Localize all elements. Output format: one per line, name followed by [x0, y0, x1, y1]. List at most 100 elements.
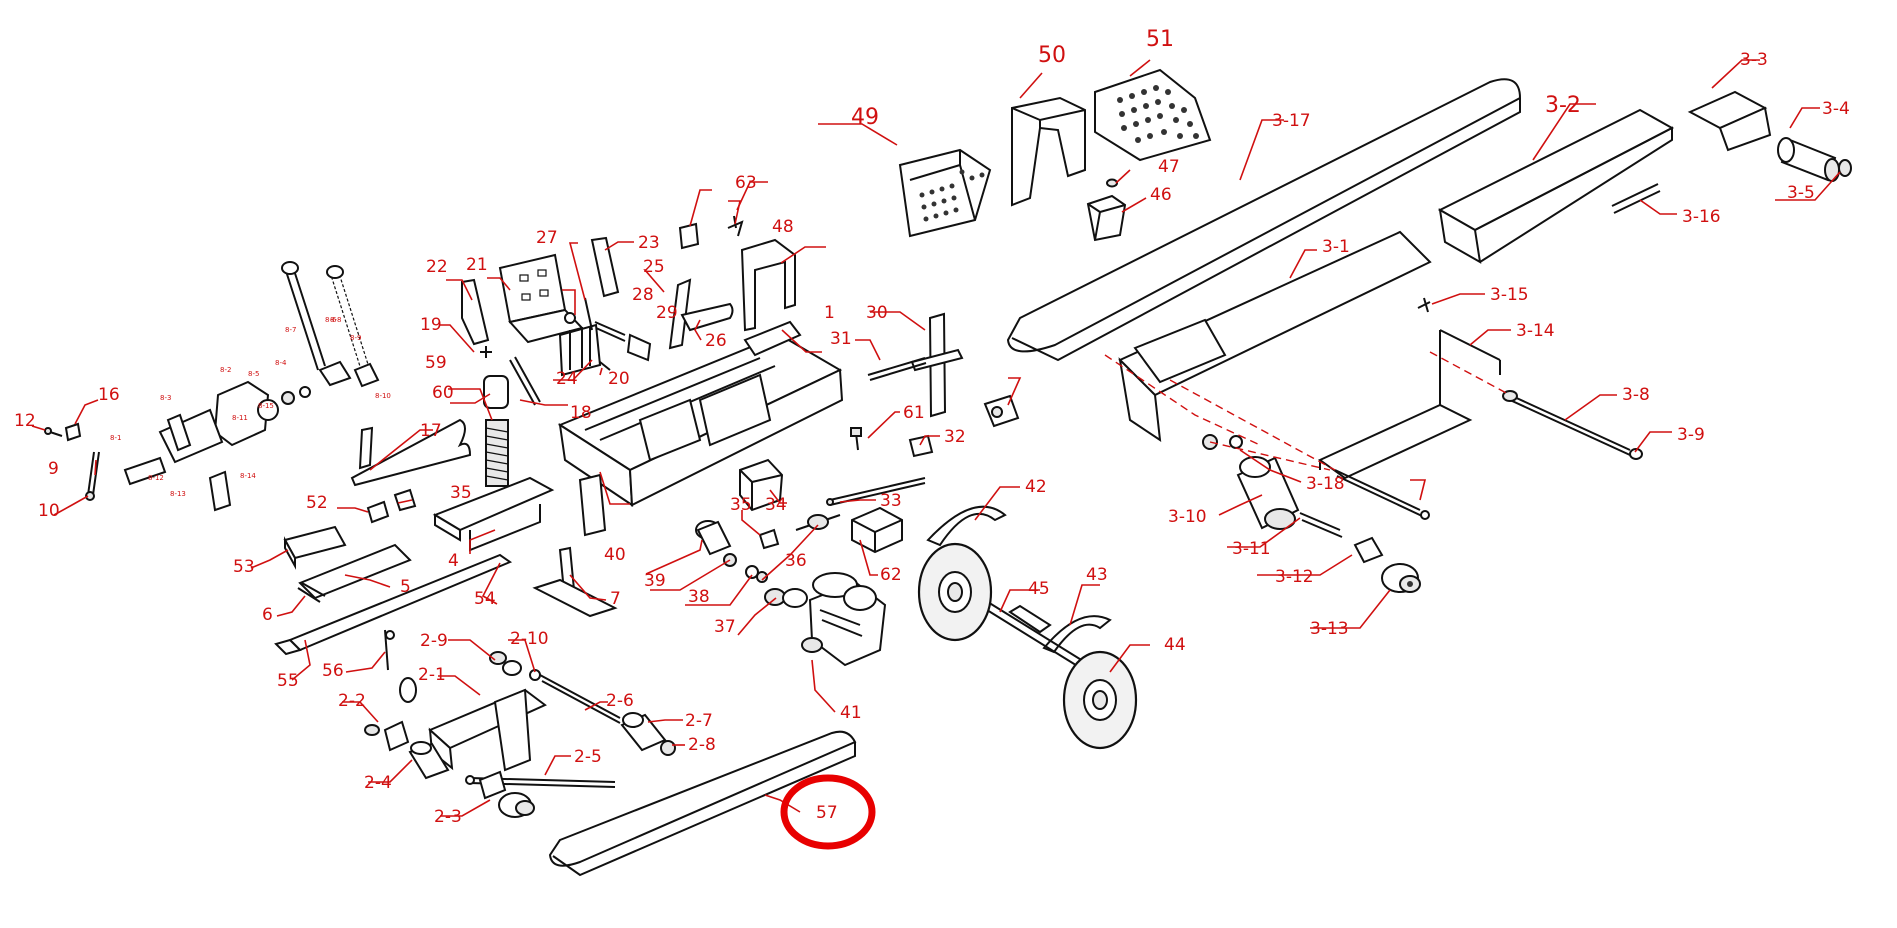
- callout-35: 39: [644, 571, 666, 591]
- callout-8-6: 8-6: [325, 316, 337, 324]
- callout-43: 47: [1158, 157, 1180, 177]
- callout-16: 20: [608, 369, 630, 389]
- part-23-rod: [584, 297, 593, 331]
- callout-8-5: 8-5: [248, 370, 259, 378]
- part-18-plate: [461, 278, 490, 346]
- callout-39: 43: [1086, 565, 1108, 585]
- callout-3-4: 3-4: [1822, 99, 1850, 119]
- part-49-block: [283, 525, 347, 570]
- part-2-8-cap: [660, 740, 676, 756]
- callout-19: 23: [638, 233, 660, 253]
- part-51-rail: [274, 553, 513, 656]
- callout-51: 55: [277, 671, 299, 691]
- callout-3-16: 3-16: [1682, 207, 1721, 227]
- callout-8-3: 8-3: [160, 394, 171, 402]
- callout-23: 27: [536, 228, 558, 248]
- part-3-15-screw: [1417, 297, 1431, 313]
- part-1-main-frame: [557, 320, 844, 537]
- callout-59: 63: [735, 173, 757, 193]
- part-3-4-roller: [1777, 137, 1840, 182]
- part-52-caster: [384, 629, 417, 703]
- part-15-pin: [480, 346, 492, 358]
- callout-3-12: 3-12: [1275, 567, 1314, 587]
- callout-8-11: 8-11: [232, 414, 248, 422]
- part-27-rod: [867, 357, 927, 381]
- callout-labels: 49 50 51 47 46 3-17 3-2 3-3 3-4 3-5 3-16…: [14, 27, 1850, 827]
- part-44-bracket: [740, 238, 796, 332]
- callout-15: 19: [420, 315, 442, 335]
- part-3-2-trough: [1437, 108, 1675, 264]
- part-7-stand: [532, 546, 618, 618]
- callout-3-9: 3-9: [1677, 425, 1705, 445]
- callout-5: 5: [400, 577, 411, 597]
- callout-30: 34: [765, 495, 787, 515]
- part-33-coupler: [764, 588, 808, 608]
- callout-25: 29: [656, 303, 678, 323]
- callout-10: 10: [38, 501, 60, 521]
- part-61-hook: [727, 215, 744, 237]
- part-56-bolt: [850, 427, 862, 451]
- callout-40: 44: [1164, 635, 1186, 655]
- part-3-12-bushing: [1353, 536, 1384, 564]
- callout-8-2: 8-2: [220, 366, 231, 374]
- callout-2-4: 2-4: [364, 773, 392, 793]
- part-40-wheel-right: [1062, 650, 1138, 750]
- callout-8-10: 8-10: [375, 392, 391, 400]
- part-3-13-motor: [1381, 563, 1421, 593]
- part-22-blade: [680, 302, 734, 332]
- callout-24: 28: [632, 285, 654, 305]
- part-2-3-motor: [478, 770, 535, 818]
- part-46-cover: [1011, 96, 1086, 207]
- callout-8-13: 8-13: [170, 490, 186, 498]
- callout-31-left: 35: [450, 483, 472, 503]
- part-11-bolt: [44, 427, 63, 437]
- callout-47: 51: [1146, 27, 1174, 52]
- part-3-5-cap: [1838, 159, 1852, 177]
- part-57-box: [851, 506, 903, 554]
- callout-3-11: 3-11: [1232, 539, 1271, 559]
- part-2-4-roller: [408, 741, 450, 780]
- part-12-clip: [64, 422, 82, 442]
- callout-27: 31: [830, 329, 852, 349]
- callout-14: 18: [570, 403, 592, 423]
- callout-54: 59: [425, 353, 447, 373]
- callout-36: 40: [604, 545, 626, 565]
- callout-9: 9: [48, 459, 59, 479]
- callout-53: 57: [816, 803, 838, 823]
- callout-22: 26: [705, 331, 727, 351]
- callout-3-17: 3-17: [1272, 111, 1311, 131]
- callout-2-2: 2-2: [338, 691, 366, 711]
- callout-46: 50: [1038, 43, 1066, 68]
- part-62-rod: [1334, 469, 1430, 520]
- part-2-2-bracket: [364, 720, 410, 752]
- part-16-bolt: [599, 361, 611, 371]
- callout-3-14: 3-14: [1516, 321, 1555, 341]
- callout-41: 45: [1028, 579, 1050, 599]
- part-20-valve: [558, 323, 602, 377]
- callout-31-right: 35: [730, 495, 752, 515]
- part-19-plate: [590, 236, 620, 298]
- callout-3-10: 3-10: [1168, 507, 1207, 527]
- part-26-post: [910, 312, 964, 418]
- callout-49: 53: [233, 557, 255, 577]
- part-31-clip-right: [758, 528, 780, 550]
- callout-57: 62: [880, 565, 902, 585]
- part-8-chain-assembly: [123, 261, 380, 512]
- part-17-bracket: [498, 253, 584, 344]
- part-6-pin: [297, 582, 326, 603]
- callout-3-5: 3-5: [1787, 183, 1815, 203]
- leader-lines: [31, 59, 1841, 817]
- part-2-7-roller: [620, 712, 667, 752]
- part-24-rod: [594, 321, 626, 342]
- callout-8-14: 8-14: [240, 472, 256, 480]
- part-2-6-shaft: [539, 674, 621, 724]
- callout-8-8: 8-8: [330, 316, 341, 324]
- callout-3-15: 3-15: [1490, 285, 1529, 305]
- callout-8-15: 8-15: [258, 402, 274, 410]
- callout-3-2: 3-2: [1545, 93, 1581, 118]
- part-3-10-drum: [1202, 434, 1300, 530]
- part-3-17-belt: [1006, 78, 1522, 362]
- part-55-spring: [485, 419, 509, 487]
- highlight-circle-53: [780, 774, 876, 850]
- callout-48: 52: [306, 493, 328, 513]
